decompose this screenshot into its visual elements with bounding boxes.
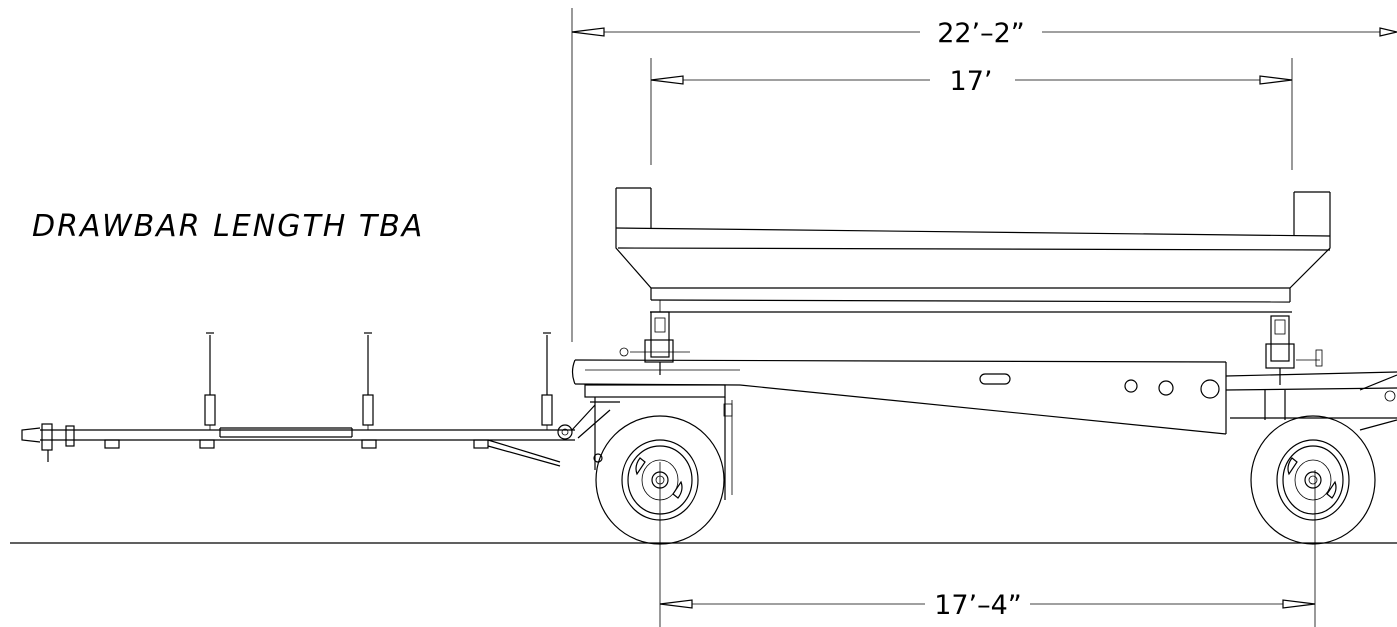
- front-wheel: [595, 415, 725, 545]
- overall-dimension: 22’–2”: [571, 8, 1397, 342]
- box-dimension-label: 17’: [950, 66, 993, 97]
- drawbar-jack-3: [541, 332, 553, 430]
- wheelbase-dimension-label: 17’–4”: [934, 590, 1022, 621]
- hopper-body: [615, 187, 1331, 313]
- wheelbase-dimension: 17’–4”: [659, 462, 1316, 627]
- front-mount: [619, 311, 690, 375]
- box-dimension: 17’: [650, 58, 1293, 170]
- drawbar-jack-2: [362, 332, 374, 430]
- drawbar-note: DRAWBAR LENGTH TBA: [32, 209, 424, 244]
- drawbar: [21, 404, 611, 467]
- drawbar-jack-1: [204, 332, 216, 430]
- front-running-gear: [584, 384, 733, 500]
- chassis-frame: [571, 359, 1397, 435]
- overall-dimension-label: 22’–2”: [937, 18, 1025, 49]
- rear-mount: [1265, 315, 1323, 385]
- rear-wheel: [1250, 415, 1376, 545]
